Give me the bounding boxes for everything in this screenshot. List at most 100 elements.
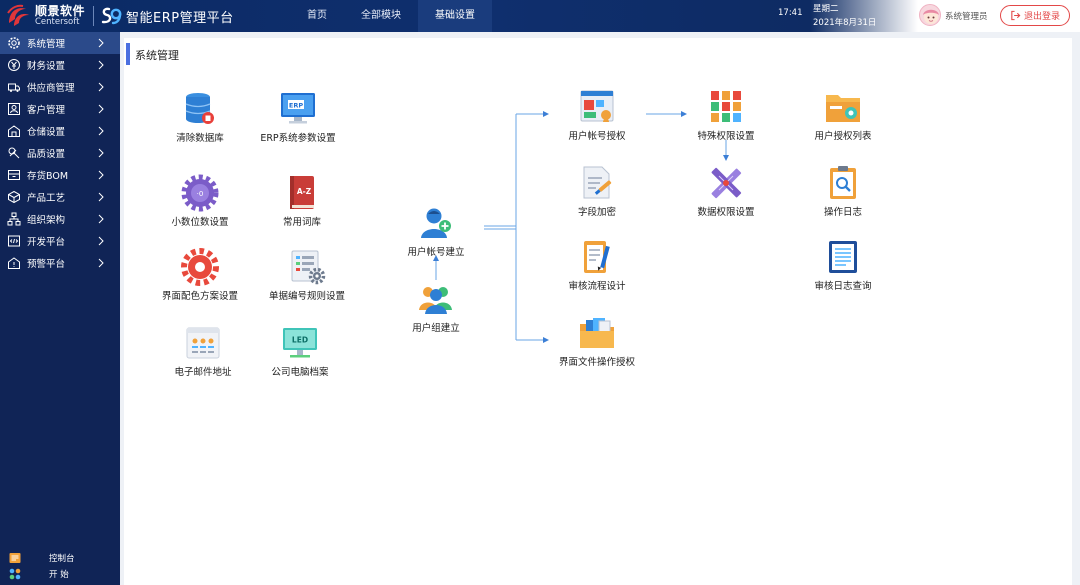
tile-label: 界面文件操作授权 xyxy=(558,357,635,368)
tile-decimal-setting[interactable]: ·0 小数位数设置 xyxy=(166,174,234,228)
email-icon xyxy=(186,327,220,359)
sidebar-item-process[interactable]: 产品工艺 xyxy=(0,186,120,208)
clock-time: 17:41 xyxy=(778,8,803,18)
sidebar-item-finance[interactable]: 财务设置 xyxy=(0,54,120,76)
chevron-right-icon xyxy=(98,148,104,158)
org-icon xyxy=(7,212,21,226)
tile-label: 单据编号规则设置 xyxy=(268,291,345,302)
tile-email-address[interactable]: 电子邮件地址 xyxy=(168,324,238,378)
avatar-face-icon xyxy=(923,9,939,24)
tile-label: 公司电脑档案 xyxy=(271,367,329,378)
tile-label: 操作日志 xyxy=(823,207,862,218)
chevron-right-icon xyxy=(98,170,104,180)
sidebar-item-label: 产品工艺 xyxy=(27,193,66,204)
tile-account-authorization[interactable]: 用户帐号授权 xyxy=(562,88,632,142)
start-label: 开 始 xyxy=(49,570,69,580)
sidebar-item-label: 预警平台 xyxy=(27,259,66,270)
data-perm-tools-icon xyxy=(711,167,742,199)
erp-monitor-icon: ERP xyxy=(281,93,315,124)
color-gear-icon xyxy=(181,248,219,286)
console-button[interactable]: 控制台 xyxy=(0,550,120,566)
brand-name-en: Centersoft xyxy=(35,17,80,28)
field-encrypt-icon xyxy=(583,166,612,199)
tile-label: 小数位数设置 xyxy=(171,217,229,228)
nav-all-modules[interactable]: 全部模块 xyxy=(361,10,401,21)
logout-button[interactable]: 退出登录 xyxy=(1000,5,1070,26)
tile-glossary[interactable]: A-Z 常用词库 xyxy=(272,174,332,228)
sidebar-item-org[interactable]: 组织架构 xyxy=(0,208,120,230)
tile-field-encryption[interactable]: 字段加密 xyxy=(572,164,622,218)
tile-label: 字段加密 xyxy=(577,207,616,218)
inventory-icon xyxy=(8,170,20,180)
process-icon xyxy=(8,190,20,204)
sidebar-item-label: 仓储设置 xyxy=(27,127,66,138)
user-add-icon xyxy=(421,208,451,238)
sidebar-item-quality[interactable]: 品质设置 xyxy=(0,142,120,164)
chevron-right-icon xyxy=(98,214,104,224)
nav-basic-settings[interactable]: 基础设置 xyxy=(418,0,492,32)
sidebar-item-label: 品质设置 xyxy=(27,149,66,160)
tile-audit-flow-design[interactable]: 审核流程设计 xyxy=(560,238,634,292)
tile-user-account-create[interactable]: 用户帐号建立 xyxy=(400,204,472,258)
chevron-right-icon xyxy=(98,104,104,114)
tile-user-auth-list[interactable]: 用户授权列表 xyxy=(808,88,878,142)
s9-logo-icon xyxy=(101,7,122,25)
chevron-right-icon xyxy=(98,38,104,48)
chevron-right-icon xyxy=(98,258,104,268)
tile-erp-params[interactable]: ERP ERP系统参数设置 xyxy=(252,90,344,144)
sidebar-item-dev-platform[interactable]: 开发平台 xyxy=(0,230,120,252)
led-icon-text: LED xyxy=(292,336,308,345)
sidebar-item-warehouse[interactable]: 仓储设置 xyxy=(0,120,120,142)
sidebar-item-inventory-bom[interactable]: 存货BOM xyxy=(0,164,120,186)
tile-user-group-create[interactable]: 用户组建立 xyxy=(403,280,469,334)
az-icon-text: A-Z xyxy=(297,187,312,196)
tile-label: 常用词库 xyxy=(282,217,321,228)
sidebar-item-system[interactable]: 系统管理 xyxy=(0,32,120,54)
logout-label: 退出登录 xyxy=(1023,12,1060,22)
tile-label: ERP系统参数设置 xyxy=(260,133,336,144)
tile-label: 界面配色方案设置 xyxy=(161,291,238,302)
dictionary-book-icon: A-Z xyxy=(290,176,314,209)
sidebar-item-alert-platform[interactable]: 预警平台 xyxy=(0,252,120,274)
user-group-icon xyxy=(419,287,452,314)
sidebar-item-label: 开发平台 xyxy=(27,237,66,248)
tile-color-scheme[interactable]: 界面配色方案设置 xyxy=(157,248,243,302)
tile-label: 用户组建立 xyxy=(412,323,460,334)
tile-label: 清除数据库 xyxy=(176,133,224,144)
warehouse-icon xyxy=(8,125,20,137)
content-panel xyxy=(124,38,1072,585)
tile-ui-file-authorization[interactable]: 界面文件操作授权 xyxy=(552,314,642,368)
tile-doc-number-rule[interactable]: 单据编号规则设置 xyxy=(261,248,353,302)
tile-company-computer[interactable]: LED 公司电脑档案 xyxy=(266,324,334,378)
tile-label: 用户帐号建立 xyxy=(407,247,465,258)
tile-label: 电子邮件地址 xyxy=(174,367,232,378)
chevron-right-icon xyxy=(98,82,104,92)
tile-operation-log[interactable]: 操作日志 xyxy=(815,164,871,218)
page-title: 系统管理 xyxy=(135,49,179,62)
sidebar-item-customer[interactable]: 客户管理 xyxy=(0,98,120,120)
app-title: 智能ERP管理平台 xyxy=(126,11,234,26)
start-button[interactable]: 开 始 xyxy=(0,566,120,582)
op-log-icon xyxy=(830,166,856,199)
user-name: 系统管理员 xyxy=(945,12,988,22)
brand-logo: 顺景软件 Centersoft xyxy=(6,2,92,30)
weekday: 星期二 xyxy=(813,4,839,14)
tile-data-permission[interactable]: 数据权限设置 xyxy=(690,164,762,218)
nav-home[interactable]: 首页 xyxy=(307,10,327,21)
date: 2021年8月31日 xyxy=(813,18,877,28)
sidebar-item-supplier[interactable]: 供应商管理 xyxy=(0,76,120,98)
tile-special-permission[interactable]: 特殊权限设置 xyxy=(690,88,762,142)
gear-icon xyxy=(8,37,20,49)
database-icon xyxy=(185,93,214,124)
quality-icon xyxy=(8,147,20,159)
tile-label: 数据权限设置 xyxy=(697,207,755,218)
tile-clear-database[interactable]: 清除数据库 xyxy=(168,90,232,144)
audit-flow-icon xyxy=(584,241,610,273)
brand-name-cn: 顺景软件 xyxy=(35,4,86,19)
tile-audit-log-query[interactable]: 审核日志查询 xyxy=(806,238,880,292)
sidebar: 系统管理 财务设置 供应商管理 客户管理 仓储设置 品质设置 存货BOM 产品工… xyxy=(0,32,120,585)
dev-icon xyxy=(8,235,20,247)
customer-icon xyxy=(8,103,20,115)
avatar[interactable] xyxy=(919,4,941,26)
led-monitor-icon: LED xyxy=(283,328,317,358)
